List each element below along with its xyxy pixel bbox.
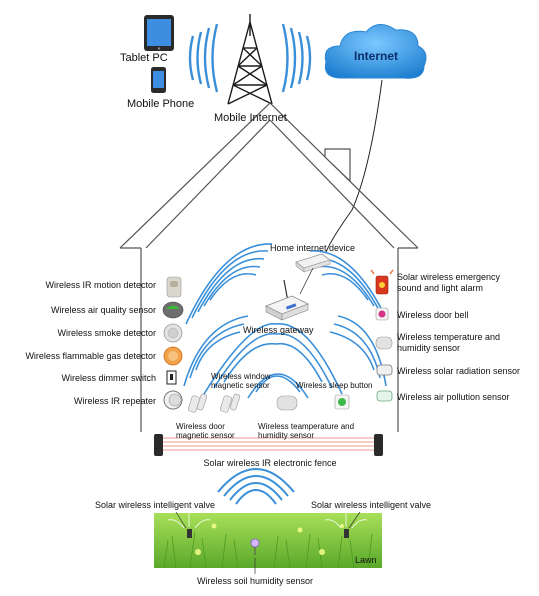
tower-label: Mobile Internet <box>214 112 287 124</box>
smoke-detector-icon <box>163 323 183 343</box>
home-internet-device-icon <box>295 253 331 273</box>
soil-humidity-sensor-icon <box>250 538 260 555</box>
right-sensor-label: Solar wireless emergency sound and light… <box>397 272 501 293</box>
internet-cable <box>325 79 383 253</box>
left-sensor-label: Wireless air quality sensor <box>50 305 156 315</box>
right-sensor-label: Wireless temperature and humidity sensor <box>397 332 501 353</box>
cloud-label: Internet <box>354 49 399 63</box>
ir-repeater-icon <box>163 390 183 410</box>
waves-tower-right <box>281 23 312 93</box>
lawn-label: Lawn <box>355 555 377 565</box>
gateway-label: Wireless gateway <box>243 325 314 335</box>
air-pollution-sensor-icon <box>376 390 393 402</box>
fence-label: Solar wireless IR electronic fence <box>203 458 337 468</box>
tablet-label: Tablet PC <box>120 52 168 64</box>
ir-fence <box>154 434 383 456</box>
sleep-button-icon <box>334 394 350 410</box>
left-sensor-label: Wireless smoke detector <box>57 328 156 338</box>
mobile-phone-icon <box>151 67 166 93</box>
right-sensor-label: Wireless door bell <box>397 310 469 320</box>
door-sensor-label: Wireless door magnetic sensor <box>176 422 235 440</box>
valve-right-leader <box>348 511 361 529</box>
flammable-gas-detector-icon <box>163 346 183 366</box>
waves-tower-left <box>188 23 219 93</box>
valve-left-leader <box>175 511 187 529</box>
temperature-humidity-label: Wireless teamperature and humidity senso… <box>258 422 355 440</box>
internet-cloud-icon <box>324 24 427 79</box>
door-magnetic-sensor-icon <box>187 393 208 413</box>
house-outline <box>119 102 419 432</box>
right-sensor-label: Wireless air pollution sensor <box>397 392 510 402</box>
valve-right-icon <box>324 512 368 538</box>
ir-motion-detector-icon <box>166 276 182 298</box>
window-magnetic-sensor-icon <box>219 393 241 413</box>
left-sensor-label: Wireless flammable gas detector <box>25 351 156 361</box>
door-bell-icon <box>375 307 389 321</box>
solar-radiation-sensor-icon <box>376 364 393 376</box>
home-device-label: Home internet device <box>270 243 356 253</box>
phone-label: Mobile Phone <box>127 98 195 110</box>
left-sensor-label: Wireless dimmer switch <box>61 373 156 383</box>
emergency-alarm-icon <box>370 269 394 295</box>
gateway-cable <box>299 267 314 295</box>
temperature-humidity-sensor-icon <box>276 395 298 411</box>
tablet-icon <box>144 15 174 51</box>
left-sensor-label: Wireless IR motion detector <box>45 280 156 290</box>
chimney <box>324 148 351 183</box>
waves-lawn <box>217 468 295 505</box>
soil-sensor-label: Wireless soil humidity sensor <box>196 576 314 586</box>
air-quality-sensor-icon <box>162 301 184 319</box>
window-sensor-label: Wireless window magnetic sensor <box>211 372 271 390</box>
right-sensor-label: Wireless solar radiation sensor <box>397 366 521 376</box>
wireless-gateway-icon <box>265 279 309 321</box>
valve-left-icon <box>167 512 211 538</box>
dimmer-switch-icon <box>166 370 177 385</box>
sleep-button-label: Wireless sleep button <box>296 381 373 390</box>
right-temperature-humidity-sensor-icon <box>375 336 393 350</box>
valve-right-label: Solar wireless intelligent valve <box>311 500 432 510</box>
lawn-area <box>154 513 382 569</box>
left-sensor-label: Wireless IR repeater <box>73 396 156 406</box>
valve-left-label: Solar wireless intelligent valve <box>95 500 216 510</box>
cell-tower-icon <box>227 14 273 105</box>
